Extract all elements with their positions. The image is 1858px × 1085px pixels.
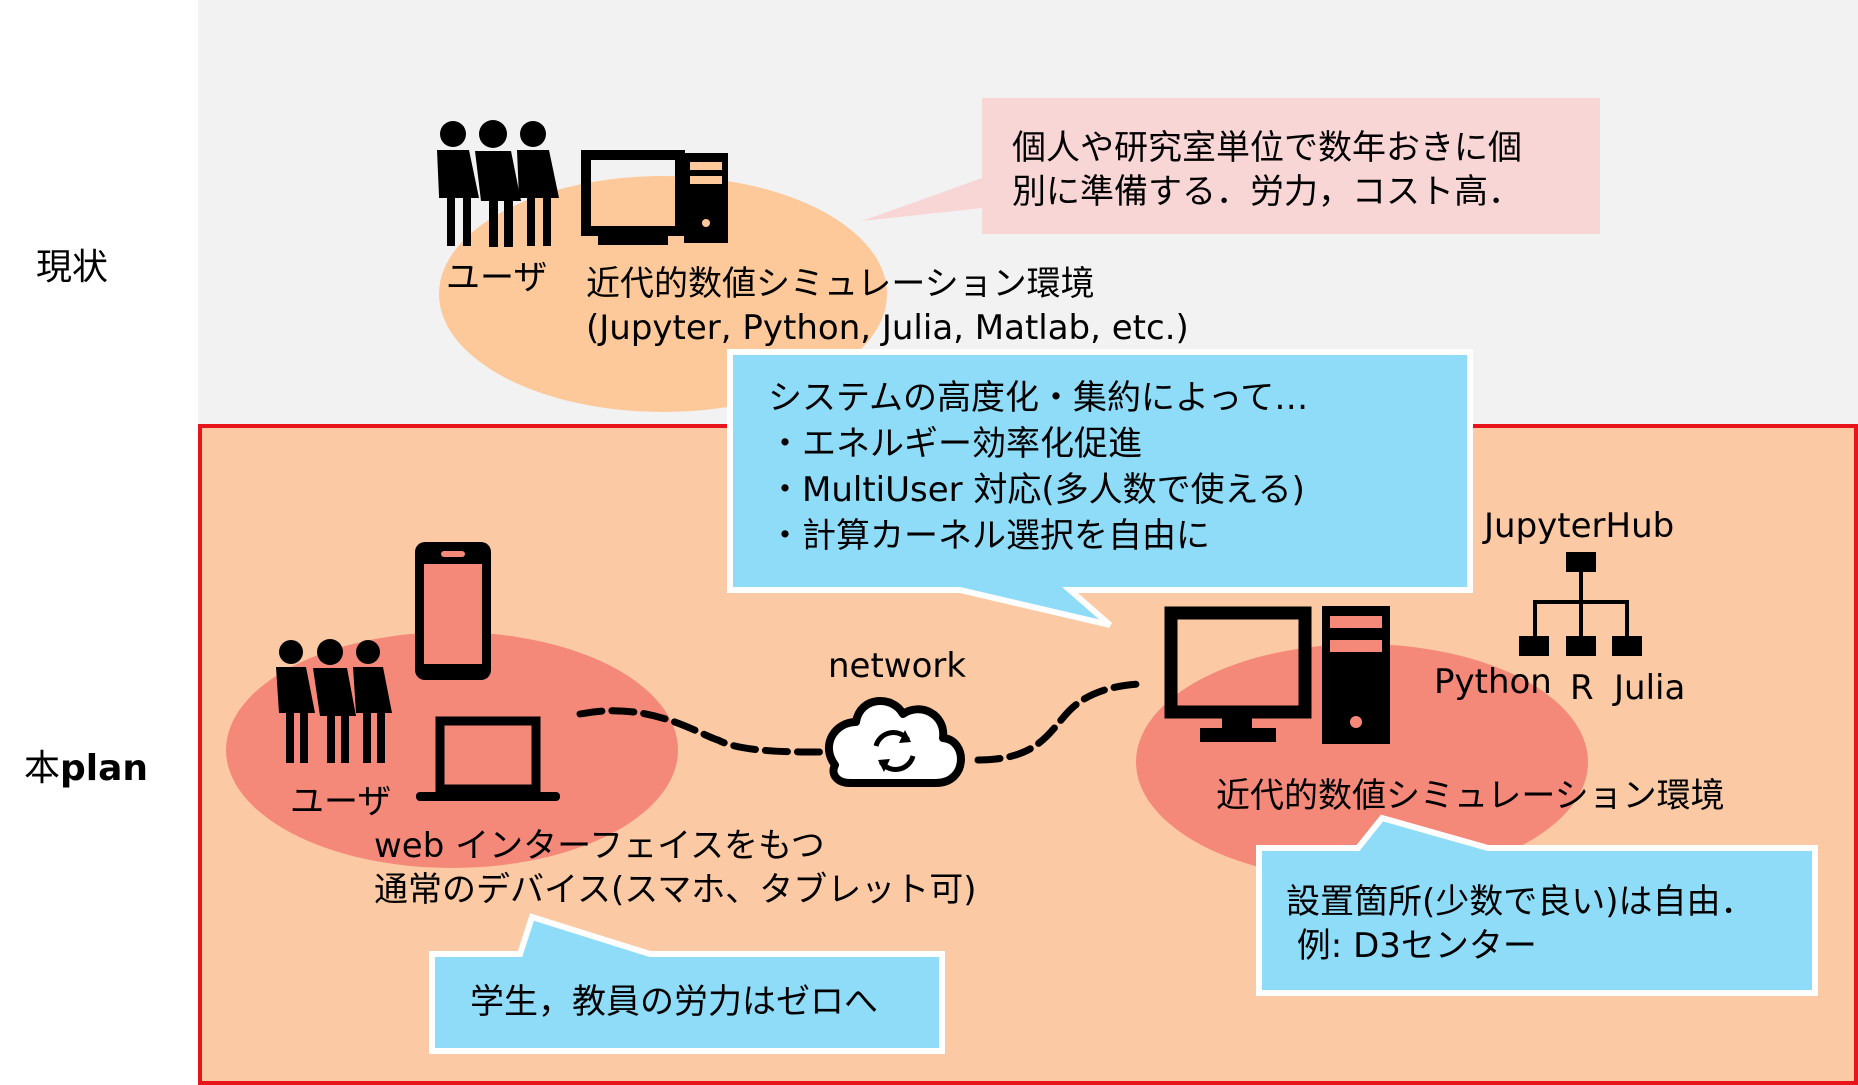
kernel-python-label: Python [1434,662,1552,702]
current-env-line1: 近代的数値シミュレーション環境 [586,264,1095,304]
network-link-right [974,680,1144,764]
effort-callout-text: 学生，教員の労力はゼロへ [470,982,878,1022]
device-line1: web インターフェイスをもつ [374,826,825,866]
benefits-line2: ・エネルギー効率化促進 [768,424,1142,464]
plan-row-label-bold: plan [60,748,149,789]
benefits-line1: システムの高度化・集約によって… [768,378,1309,418]
location-callout-bubble [1256,814,1818,996]
plan-users-icon [276,639,392,763]
current-row-label: 現状 [36,247,109,288]
current-env-line2: (Jupyter, Python, Julia, Matlab, etc.) [586,308,1189,348]
kernel-r-label: R [1570,668,1594,708]
benefits-line3: ・MultiUser 対応(多人数で使える) [768,470,1305,510]
plan-row-label-prefix: 本 [24,748,61,789]
benefits-line4: ・計算カーネル選択を自由に [768,516,1210,556]
network-link-left [576,707,826,756]
jupyterhub-label: JupyterHub [1484,506,1675,546]
cost-callout-line2: 別に準備する．労力，コスト高． [1012,172,1522,212]
laptop-icon [416,716,560,801]
plan-user-label: ユーザ [290,782,392,822]
current-user-label: ユーザ [446,258,548,298]
location-line1: 設置箇所(少数で良い)は自由． [1286,882,1755,922]
plan-env-label: 近代的数値シミュレーション環境 [1216,776,1725,816]
benefits-callout-bubble [727,349,1473,628]
users-icon [437,120,559,247]
network-label: network [828,646,967,686]
kernel-julia-label: Julia [1614,668,1686,708]
cost-callout-line1: 個人や研究室単位で数年おきに個 [1012,128,1522,168]
effort-callout-bubble [429,913,945,1054]
desktop-computer-icon [581,150,728,245]
location-line2: 例: D3センター [1286,926,1537,966]
device-line2: 通常のデバイス(スマホ、タブレット可) [374,870,977,910]
cost-callout-bubble [862,98,1600,234]
cloud-sync-icon [825,696,965,787]
smartphone-icon [415,542,491,680]
plan-server-ellipse [1136,644,1588,880]
plan-row-label: 本plan [24,739,148,791]
server-desktop-icon [1164,606,1390,744]
hierarchy-icon [1519,552,1642,656]
